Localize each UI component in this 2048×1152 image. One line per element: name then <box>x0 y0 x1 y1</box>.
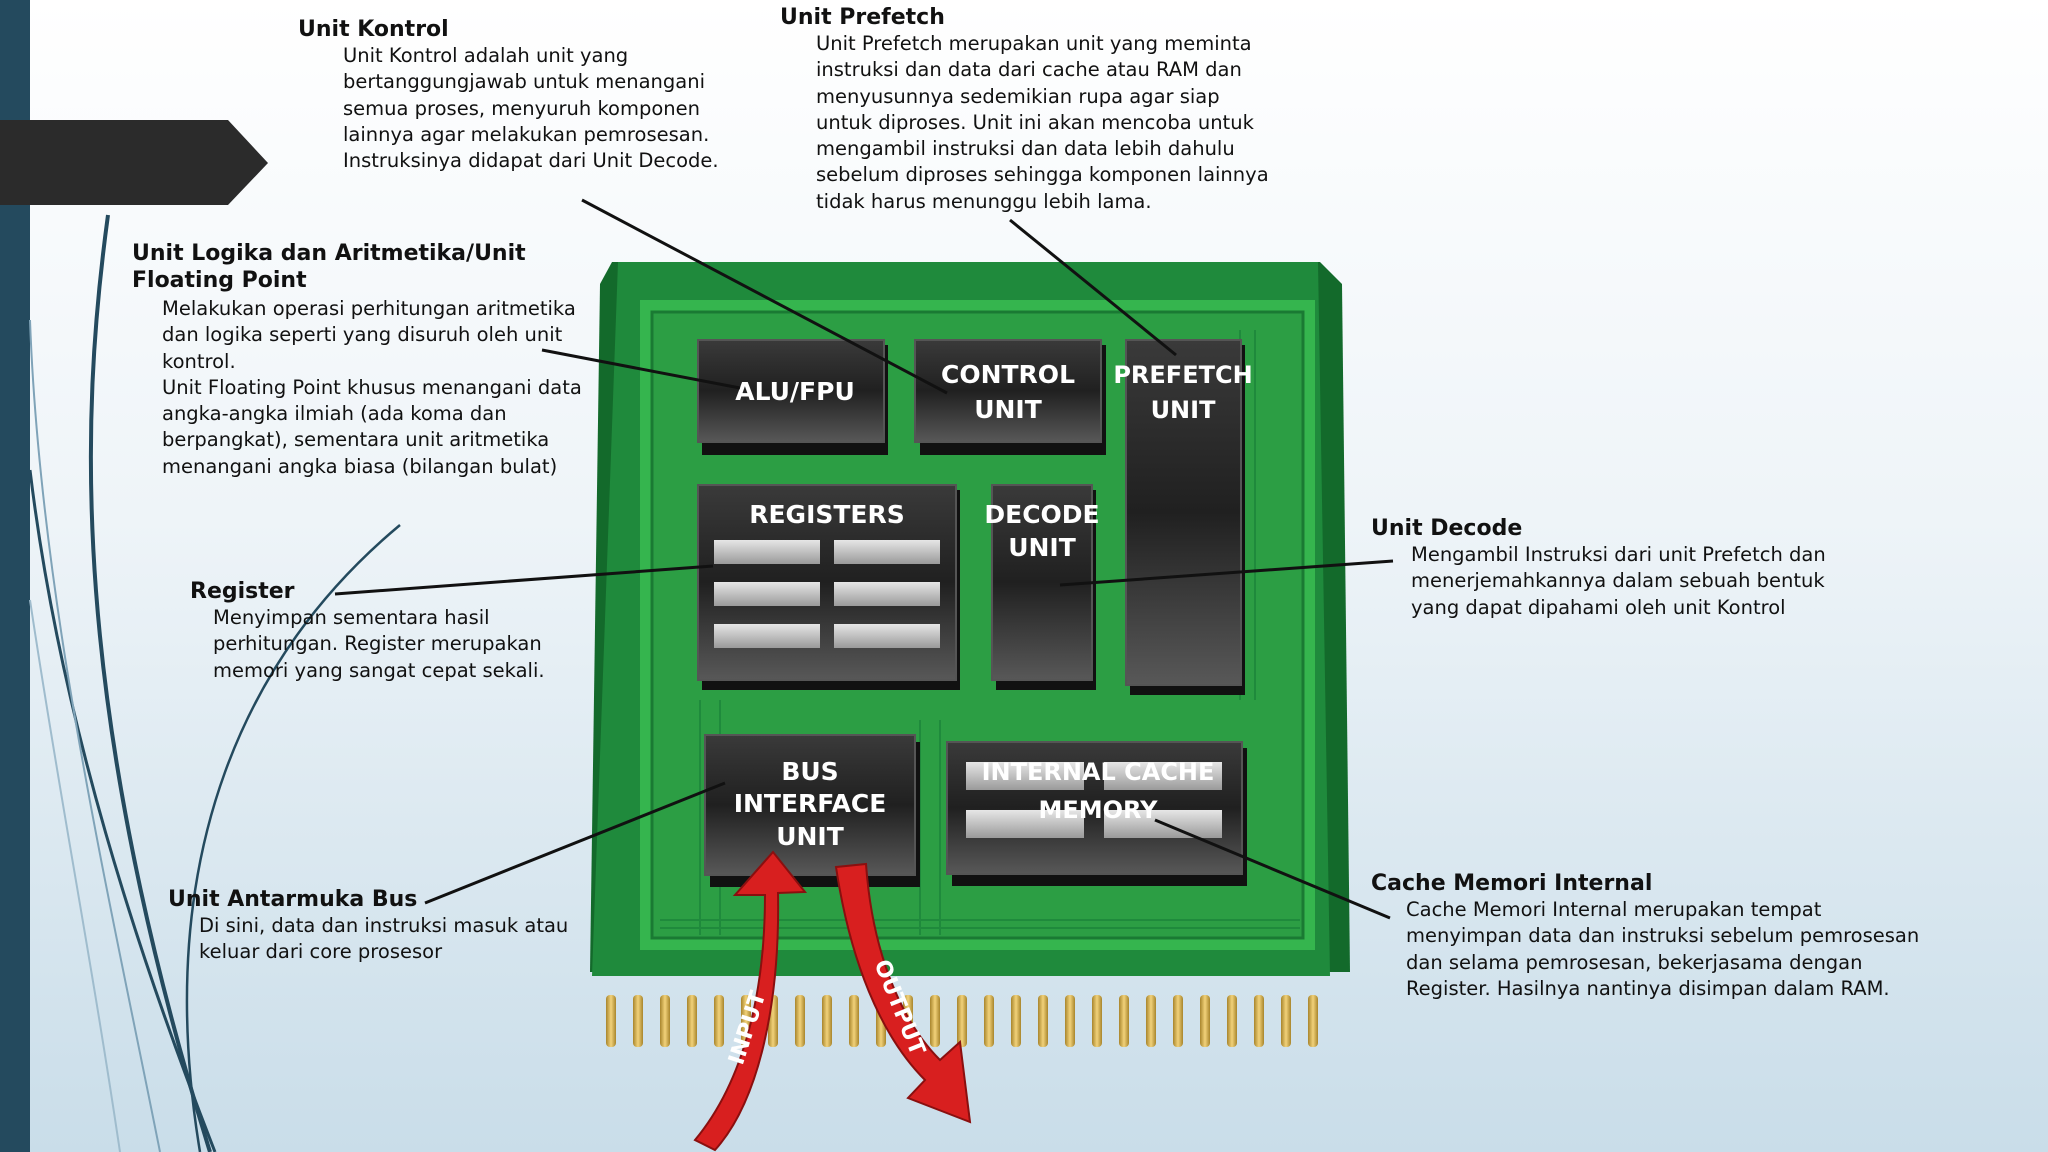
bus-interface-text-3: UNIT <box>776 822 844 851</box>
chip-pins <box>606 995 1318 1047</box>
label-unit-alu-line: Unit Floating Point khusus menangani dat… <box>162 375 582 399</box>
label-unit-antarmuka-bus-line: keluar dari core prosesor <box>199 940 443 964</box>
label-unit-antarmuka-bus: Unit Antarmuka Bus Di sini, data dan ins… <box>168 886 568 966</box>
label-unit-decode: Unit Decode Mengambil Instruksi dari uni… <box>1371 515 1826 621</box>
label-unit-alu-line: kontrol. <box>162 349 236 373</box>
label-unit-alu-line: dan logika seperti yang disuruh oleh uni… <box>162 323 563 347</box>
label-unit-alu-title: Unit Logika dan Aritmetika/Unit Floating… <box>132 241 526 293</box>
label-register: Register Menyimpan sementara hasil perhi… <box>190 578 545 684</box>
label-unit-antarmuka-bus-line: Di sini, data dan instruksi masuk atau <box>199 914 569 937</box>
decorative-curves <box>28 214 401 1152</box>
title-arrow-shape <box>0 120 268 205</box>
decode-unit-text-1: DECODE <box>984 500 1099 529</box>
internal-cache-text-1: INTERNAL CACHE <box>982 758 1215 786</box>
label-unit-prefetch-line: sebelum diproses sehingga komponen lainn… <box>816 163 1269 187</box>
label-unit-prefetch-line: Unit Prefetch merupakan unit yang memint… <box>816 32 1252 55</box>
label-unit-prefetch-line: tidak harus menunggu lebih lama. <box>816 189 1152 213</box>
label-unit-kontrol-line: Unit Kontrol adalah unit yang <box>343 44 629 67</box>
alu-fpu-block <box>697 339 888 455</box>
bus-interface-text-2: INTERFACE <box>734 789 887 818</box>
alu-fpu-text: ALU/FPU <box>735 377 855 406</box>
decode-unit-text-2: UNIT <box>1008 533 1076 562</box>
internal-cache-text-2: MEMORY <box>1038 796 1158 824</box>
label-unit-antarmuka-bus-title: Unit Antarmuka Bus <box>168 887 418 912</box>
registers-block <box>697 484 960 690</box>
label-unit-alu-line: menangani angka biasa (bilangan bulat) <box>162 454 558 478</box>
label-unit-prefetch-line: mengambil instruksi dan data lebih dahul… <box>816 137 1235 161</box>
prefetch-unit-text-1: PREFETCH <box>1113 361 1252 389</box>
control-unit-text-2: UNIT <box>974 395 1042 424</box>
label-unit-decode-line: yang dapat dipahami oleh unit Kontrol <box>1411 595 1786 619</box>
label-cache-memori-line: Cache Memori Internal merupakan tempat <box>1406 898 1822 921</box>
label-unit-kontrol-line: semua proses, menyuruh komponen <box>343 96 700 120</box>
label-unit-kontrol: Unit Kontrol Unit Kontrol adalah unit ya… <box>298 16 719 174</box>
label-unit-kontrol-line: bertanggungjawab untuk menangani <box>343 70 706 94</box>
leader-lines <box>334 198 1394 920</box>
label-unit-alu-line: Melakukan operasi perhitungan aritmetika <box>162 297 576 320</box>
label-cache-memori-line: dan selama pemrosesan, bekerjasama denga… <box>1406 950 1863 974</box>
input-arrow <box>693 850 808 1152</box>
label-register-line: Menyimpan sementara hasil <box>213 606 490 629</box>
bus-interface-block <box>704 734 920 887</box>
label-cache-memori-line: menyimpan data dan instruksi sebelum pem… <box>1406 924 1920 948</box>
label-register-line: perhitungan. Register merupakan <box>213 632 542 656</box>
label-unit-prefetch-line: instruksi dan data dari cache atau RAM d… <box>816 58 1242 82</box>
label-unit-alu: Unit Logika dan Aritmetika/Unit Floating… <box>132 240 612 480</box>
prefetch-unit-text-2: UNIT <box>1151 396 1217 424</box>
label-unit-prefetch: Unit Prefetch Unit Prefetch merupakan un… <box>780 4 1269 215</box>
internal-cache-block <box>946 741 1247 886</box>
label-unit-alu-line: berpangkat), sementara unit aritmetika <box>162 428 550 452</box>
label-unit-decode-title: Unit Decode <box>1371 516 1523 541</box>
label-unit-kontrol-title: Unit Kontrol <box>298 17 449 42</box>
label-register-title: Register <box>190 579 295 604</box>
label-unit-kontrol-line: lainnya agar melakukan pemrosesan. <box>343 122 710 146</box>
control-unit-text-1: CONTROL <box>941 360 1075 389</box>
label-unit-alu-line: angka-angka ilmiah (ada koma dan <box>162 402 507 426</box>
label-unit-prefetch-line: menyusunnya sedemikian rupa agar siap <box>816 84 1220 108</box>
label-cache-memori: Cache Memori Internal Cache Memori Inter… <box>1371 870 1919 1002</box>
label-unit-prefetch-title: Unit Prefetch <box>780 5 945 30</box>
label-unit-prefetch-line: untuk diproses. Unit ini akan mencoba un… <box>816 110 1254 134</box>
control-unit-block <box>914 339 1106 455</box>
label-cache-memori-line: Register. Hasilnya nantinya disimpan dal… <box>1406 976 1890 1000</box>
registers-text: REGISTERS <box>749 500 905 529</box>
label-unit-kontrol-line: Instruksinya didapat dari Unit Decode. <box>343 149 719 173</box>
label-unit-decode-line: menerjemahkannya dalam sebuah bentuk <box>1411 569 1825 593</box>
label-unit-decode-line: Mengambil Instruksi dari unit Prefetch d… <box>1411 543 1826 566</box>
bus-interface-text-1: BUS <box>781 757 838 786</box>
label-register-line: memori yang sangat cepat sekali. <box>213 658 545 682</box>
label-cache-memori-title: Cache Memori Internal <box>1371 871 1653 896</box>
output-arrow <box>834 862 972 1124</box>
prefetch-unit-block <box>1125 339 1245 695</box>
